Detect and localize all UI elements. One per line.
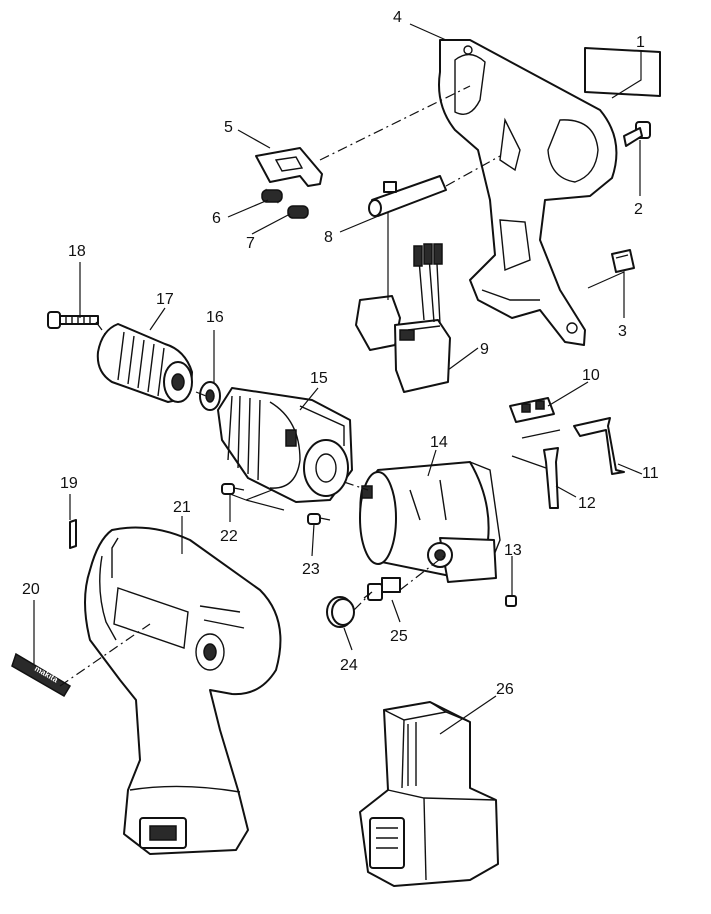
callout-20: 20 [22,581,40,598]
part-4-housing [438,39,618,346]
part-19-pin [69,519,77,549]
part-25-brush [363,577,401,601]
part-6-spring [261,188,283,204]
callout-15: 15 [310,370,328,387]
callout-1: 1 [636,34,645,51]
callout-22: 22 [220,528,238,545]
part-15-gear-assembly [217,387,353,503]
part-9-switch [355,243,451,393]
callout-12: 12 [578,495,596,512]
callout-7: 7 [246,235,255,252]
callout-16: 16 [206,309,224,326]
callout-8: 8 [324,229,333,246]
callout-labels: 1 2 3 4 5 6 7 8 9 10 11 12 13 14 15 16 1… [22,9,659,698]
part-18-bolt [47,311,99,329]
callout-6: 6 [212,210,221,227]
part-21-housing [84,526,282,855]
part-2-screw [623,121,651,147]
callout-24: 24 [340,657,358,674]
callout-13: 13 [504,542,522,559]
part-12-terminal [543,447,559,509]
part-10-terminal-block [509,397,555,423]
leader-lines [33,23,643,735]
part-14-motor [359,461,501,583]
callout-2: 2 [634,201,643,218]
callout-10: 10 [582,367,600,384]
part-11-terminal [573,417,625,475]
callout-14: 14 [430,434,448,451]
part-26-battery [359,701,499,887]
callout-9: 9 [480,341,489,358]
callout-11: 11 [642,465,659,482]
part-16-ring [199,381,221,411]
part-5-cover [255,147,323,187]
part-8-lever [368,175,447,217]
part-13-screw [505,595,517,607]
callout-26: 26 [496,681,514,698]
callout-3: 3 [618,323,627,340]
callout-18: 18 [68,243,86,260]
callout-5: 5 [224,119,233,136]
callout-4: 4 [393,9,402,26]
part-24-cap [326,596,355,628]
part-3-clip [611,249,635,273]
part-23-screw [307,513,331,525]
part-20-logo-plate: makita [11,652,72,698]
part-22-screw [221,483,245,495]
callout-21: 21 [173,499,191,516]
callout-17: 17 [156,291,174,308]
part-1-nameplate [584,47,661,97]
callout-25: 25 [390,628,408,645]
part-17-chuck [96,323,193,403]
part-7-spring [287,205,309,219]
callout-23: 23 [302,561,320,578]
callout-19: 19 [60,475,78,492]
alignment-lines [59,85,501,687]
